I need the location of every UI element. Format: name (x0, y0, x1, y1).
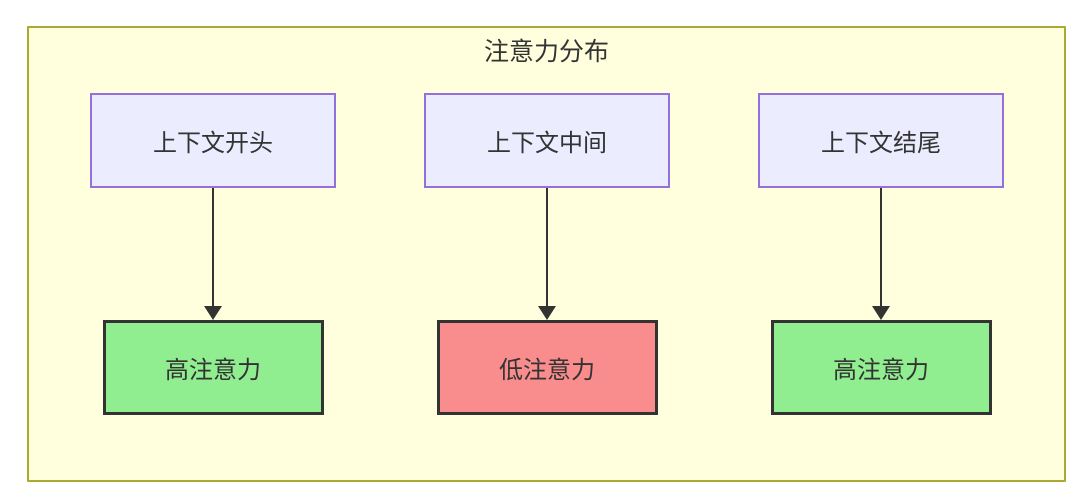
flow-column-context-start: 上下文开头 高注意力 (90, 93, 336, 415)
diagram-title: 注意力分布 (483, 38, 609, 66)
arrow-down (872, 188, 890, 320)
node-high-attention-2: 高注意力 (770, 320, 992, 415)
node-context-end: 上下文结尾 (758, 93, 1004, 188)
arrow-line (880, 188, 882, 306)
attention-distribution-frame: 注意力分布 上下文开头 高注意力 上下文中间 低注意力 上下文结尾 (27, 26, 1066, 482)
arrow-down (204, 188, 222, 320)
arrowhead-icon (538, 306, 556, 320)
arrow-line (546, 188, 548, 306)
arrow-down (538, 188, 556, 320)
arrow-line (212, 188, 214, 306)
arrowhead-icon (872, 306, 890, 320)
node-high-attention-1: 高注意力 (102, 320, 324, 415)
node-context-start: 上下文开头 (90, 93, 336, 188)
node-context-middle: 上下文中间 (424, 93, 670, 188)
flow-column-context-end: 上下文结尾 高注意力 (758, 93, 1004, 415)
flow-column-context-middle: 上下文中间 低注意力 (424, 93, 670, 415)
node-low-attention: 低注意力 (436, 320, 658, 415)
arrowhead-icon (204, 306, 222, 320)
